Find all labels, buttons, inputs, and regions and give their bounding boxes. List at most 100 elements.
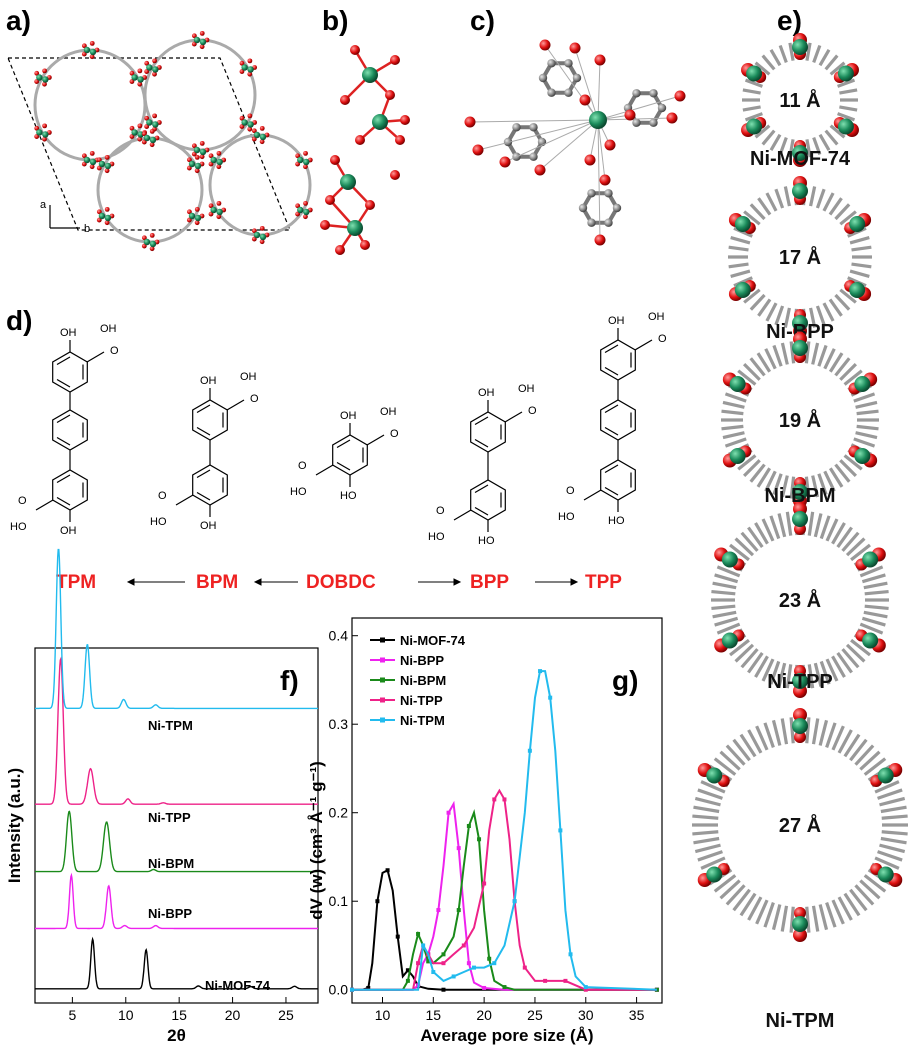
series-label-1: Ni-BPP (148, 906, 192, 921)
bond (366, 434, 385, 446)
linker-strand (742, 105, 761, 112)
nickel-atom (792, 145, 808, 161)
linker-strand (850, 543, 871, 562)
data-point (416, 931, 421, 936)
linker-strand (863, 757, 887, 776)
carbon-atom (587, 189, 596, 198)
oxygen-atom (149, 142, 155, 148)
atom-label: O (158, 490, 167, 502)
oxygen-atom (199, 154, 205, 160)
nickel-atom (210, 156, 217, 164)
pore-4: 23 ÅNi-TPP (711, 502, 889, 698)
atom-label: HO (478, 535, 495, 547)
metal-cluster (251, 125, 270, 145)
linker-strand (778, 137, 788, 156)
linker-tpm: TPM (56, 572, 96, 593)
metal-cluster (295, 200, 313, 220)
nickel-atom (729, 448, 746, 464)
oxygen-atom (499, 156, 511, 168)
linker-strand (861, 573, 886, 584)
bond (597, 59, 601, 121)
data-point (461, 943, 466, 948)
oxygen-atom (251, 136, 257, 142)
atom-label: OH (518, 383, 535, 395)
metal-cluster (81, 150, 100, 170)
oxygen-atom (96, 157, 102, 163)
panel-c-coordination (464, 39, 686, 246)
pore-name-label: Ni-MOF-74 (750, 148, 851, 170)
linker-strand (713, 757, 737, 776)
y-tick-label: 0.2 (329, 805, 349, 821)
oxygen-atom (400, 115, 410, 125)
metal-cluster (239, 58, 258, 77)
metal-cluster (251, 225, 270, 245)
linker-strand (831, 655, 846, 678)
nickel-atom (297, 156, 304, 164)
nickel-atom (849, 282, 866, 298)
linker-strand (812, 137, 822, 156)
linker-strand (807, 511, 815, 536)
linker-strand (772, 344, 783, 367)
linker-strand (761, 518, 775, 542)
metal-cluster (141, 232, 160, 252)
linker-strand (744, 78, 763, 88)
nickel-atom (194, 214, 202, 222)
legend-marker (380, 697, 385, 703)
linker-strand (780, 718, 789, 745)
linker-strand (722, 431, 745, 440)
data-point (543, 978, 548, 983)
oxygen-atom (141, 243, 147, 249)
oxygen-atom (96, 209, 102, 215)
oxygen-atom (355, 135, 365, 145)
nickel-atom (247, 121, 254, 128)
pore-name-label: Ni-TPM (766, 1010, 835, 1032)
linker-strand (805, 717, 811, 744)
oxygen-atom (569, 42, 581, 54)
nickel-atom (347, 220, 363, 236)
nickel-atom (137, 76, 144, 83)
oxygen-atom (216, 150, 222, 156)
linker-strand (771, 719, 782, 746)
linker-strand (743, 363, 761, 381)
legend-marker (380, 677, 385, 683)
panel-label-f: f) (280, 665, 299, 696)
linker-strand (724, 392, 747, 403)
oxygen-atom (594, 54, 606, 66)
carbon-atom (547, 88, 556, 97)
linker-strand (757, 197, 772, 216)
oxygen-atom (330, 155, 340, 165)
data-point (654, 987, 659, 992)
oxygen-atom (137, 68, 143, 74)
oxygen-atom (539, 39, 551, 51)
metal-cluster (144, 113, 162, 132)
linker-strand (754, 522, 769, 545)
oxygen-atom (335, 245, 345, 255)
linker-strand (881, 814, 908, 820)
linker-strand (734, 537, 755, 557)
x-tick-label: 5 (68, 1007, 76, 1023)
oxygen-atom (199, 140, 205, 146)
oxygen-atom (81, 51, 87, 57)
pore-framework (721, 332, 879, 508)
data-point (385, 868, 390, 873)
bond (597, 119, 601, 241)
oxygen-atom (259, 139, 265, 145)
linker-strand (859, 565, 884, 578)
nickel-atom (241, 64, 248, 71)
data-point (492, 797, 497, 802)
atom-label: OH (648, 311, 665, 323)
nickel-atom (152, 121, 159, 128)
oxygen-atom (129, 134, 135, 139)
nickel-atom (89, 158, 97, 166)
oxygen-atom (89, 150, 95, 156)
nickel-atom (210, 206, 217, 214)
oxygen-atom (144, 115, 150, 121)
nickel-atom (837, 118, 854, 135)
linker-strand (824, 129, 839, 146)
pore-ring (143, 38, 257, 152)
carbon-atom (587, 218, 596, 227)
linker-strand (732, 888, 751, 912)
linker-strand (755, 899, 769, 925)
nickel-atom (854, 448, 871, 464)
